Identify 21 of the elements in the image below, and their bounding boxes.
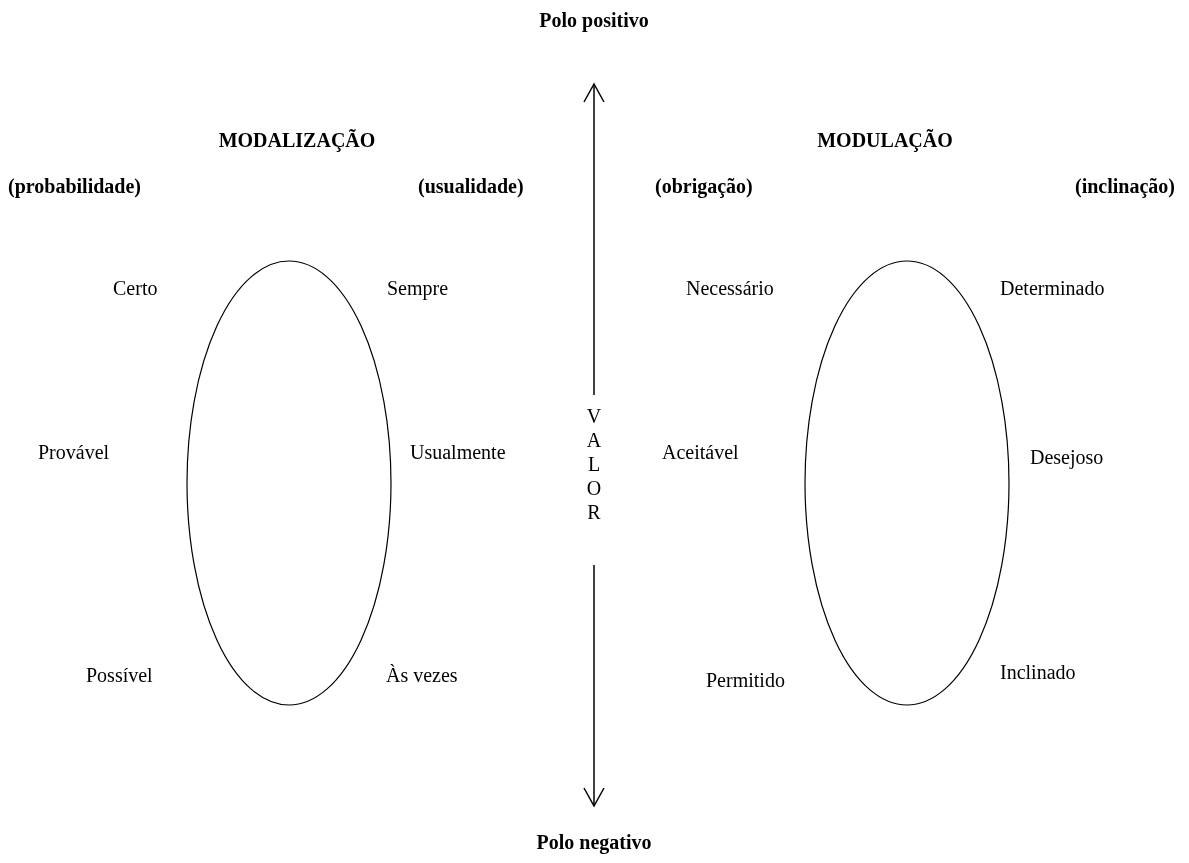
heading: Polo positivo <box>539 8 649 32</box>
scale-label: Determinado <box>1000 276 1105 300</box>
heading: MODALIZAÇÃO <box>218 128 376 152</box>
scale-label: Sempre <box>387 276 449 300</box>
scale-label: Inclinado <box>1000 660 1076 684</box>
heading: (inclinação) <box>1075 174 1175 198</box>
heading: (probabilidade) <box>8 174 141 198</box>
scale-label: Às vezes <box>386 663 458 687</box>
scale-label: Necessário <box>686 276 774 300</box>
scale-label: Certo <box>113 276 158 300</box>
scale-label: Provável <box>38 440 110 464</box>
scale-label: Usualmente <box>410 440 506 464</box>
heading: (usualidade) <box>418 174 524 198</box>
scale-label: Aceitável <box>662 440 739 464</box>
scale-label: Desejoso <box>1030 445 1104 469</box>
heading: Polo negativo <box>536 830 652 854</box>
scale-label: Permitido <box>706 668 785 692</box>
heading: MODULAÇÃO <box>817 128 953 152</box>
axis-label: VALOR <box>584 405 604 525</box>
scale-label: Possível <box>86 663 153 687</box>
heading: (obrigação) <box>655 174 753 198</box>
